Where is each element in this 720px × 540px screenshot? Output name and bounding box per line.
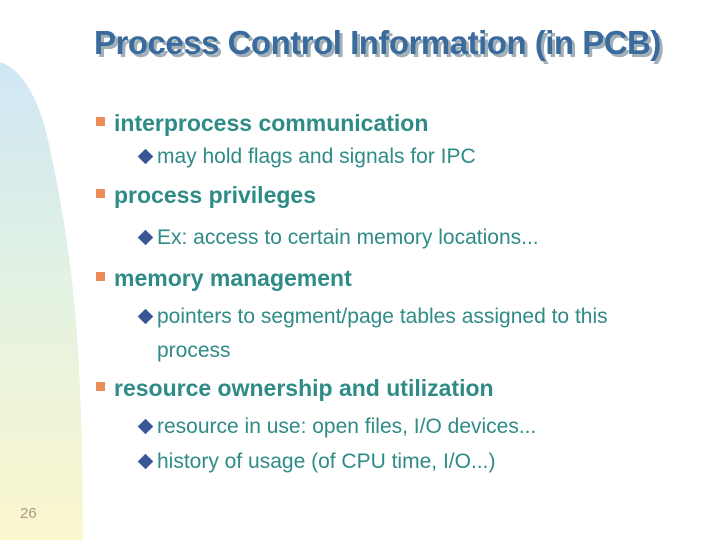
list-item: interprocess communication [96, 109, 428, 137]
list-subitem-label: Ex: access to certain memory locations..… [157, 226, 539, 249]
diamond-bullet-icon [137, 221, 154, 255]
list-item: memory management [96, 264, 352, 292]
diamond-bullet-icon [137, 300, 154, 334]
list-subitem-label: pointers to segment/page tables assigned… [157, 305, 608, 362]
list-item-label: interprocess communication [114, 110, 429, 136]
diamond-bullet-icon [137, 140, 154, 174]
list-item-label: process privileges [114, 182, 316, 208]
background-decoration [0, 62, 83, 540]
list-item: resource ownership and utilization [96, 374, 494, 402]
diamond-bullet-icon [137, 410, 154, 444]
list-subitem-label: history of usage (of CPU time, I/O...) [157, 450, 496, 473]
list-item: process privileges [96, 181, 316, 209]
list-subitem-label: resource in use: open files, I/O devices… [157, 415, 537, 438]
list-subitem: may hold flags and signals for IPC [137, 140, 476, 174]
list-item-label: memory management [114, 265, 352, 291]
list-subitem: resource in use: open files, I/O devices… [137, 410, 537, 444]
square-bullet-icon [96, 272, 105, 281]
list-subitem: Ex: access to certain memory locations..… [137, 221, 539, 255]
slide-title: Process Control Information (in PCB) [94, 24, 661, 61]
square-bullet-icon [96, 382, 105, 391]
square-bullet-icon [96, 189, 105, 198]
list-subitem: history of usage (of CPU time, I/O...) [137, 445, 496, 479]
list-subitem-label: may hold flags and signals for IPC [157, 145, 476, 168]
list-subitem: pointers to segment/page tables assigned… [137, 300, 647, 368]
list-item-label: resource ownership and utilization [114, 375, 494, 401]
slide-page-number: 26 [20, 505, 37, 522]
square-bullet-icon [96, 117, 105, 126]
diamond-bullet-icon [137, 445, 154, 479]
